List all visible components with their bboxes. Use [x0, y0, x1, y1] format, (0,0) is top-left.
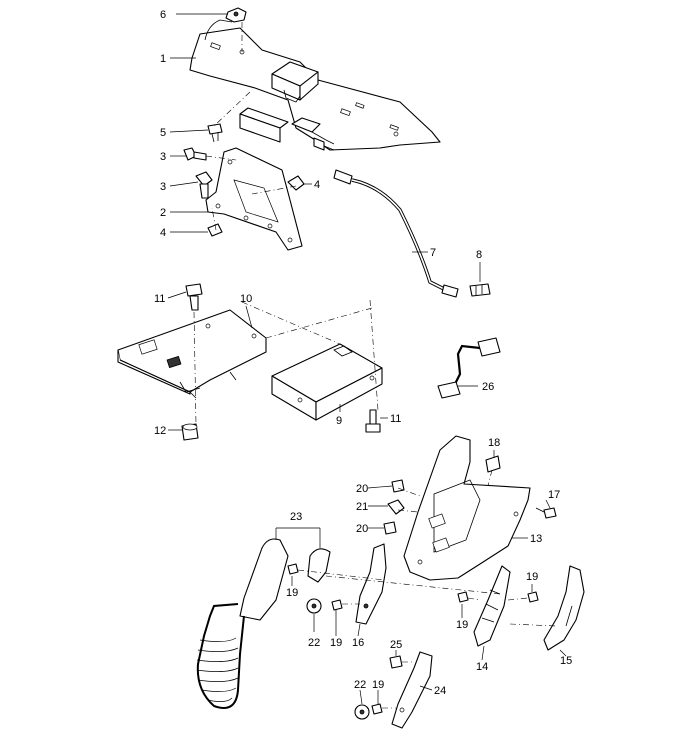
cover-part-16 — [355, 543, 387, 625]
callout-26: 26 — [482, 381, 494, 393]
clip-part-20-a — [391, 479, 405, 493]
callout-20: 20 — [356, 483, 368, 495]
callout-20: 20 — [356, 523, 368, 535]
clip-part-6 — [225, 7, 247, 23]
bolt-part-11-a — [185, 283, 203, 311]
callout-8: 8 — [476, 249, 482, 261]
clip-part-18 — [485, 455, 501, 473]
callout-19: 19 — [286, 587, 298, 599]
callout-10: 10 — [240, 293, 252, 305]
callout-11: 11 — [390, 413, 401, 425]
bolt-part-11-b — [365, 409, 381, 433]
callout-19: 19 — [330, 637, 342, 649]
clip-part-20-b — [383, 521, 397, 535]
clip-part-4-b — [207, 223, 223, 237]
screw-part-19-b — [331, 599, 343, 611]
assembly-lines — [193, 22, 557, 709]
callout-18: 18 — [488, 437, 500, 449]
bolt-part-3-b — [195, 171, 213, 199]
callout-22: 22 — [354, 679, 366, 691]
screw-part-19-d — [527, 591, 539, 603]
washer-part-22-a — [306, 598, 322, 614]
callout-12: 12 — [154, 425, 166, 437]
callout-19: 19 — [372, 679, 384, 691]
callout-19: 19 — [526, 571, 538, 583]
callout-21: 21 — [356, 501, 368, 513]
callout-labels: 6 1 5 3 3 4 2 4 7 8 11 10 12 9 11 26 18 … — [154, 9, 572, 697]
washer-part-22-b — [354, 704, 370, 720]
trim-panel-part-13 — [403, 435, 531, 581]
clip-part-4-a — [287, 175, 305, 191]
callout-24: 24 — [434, 685, 446, 697]
callout-14: 14 — [476, 661, 488, 673]
callout-19: 19 — [456, 619, 468, 631]
trim-part-15 — [543, 565, 585, 651]
callout-3: 3 — [160, 181, 166, 193]
callout-25: 25 — [390, 639, 402, 651]
cable-part-7 — [313, 137, 459, 298]
callout-6: 6 — [160, 9, 166, 21]
callout-22: 22 — [308, 637, 320, 649]
nut-part-21 — [387, 499, 405, 515]
grommet-part-12 — [181, 423, 199, 441]
harness-part-26 — [437, 337, 501, 399]
callout-7: 7 — [430, 247, 436, 259]
callout-1: 1 — [160, 53, 166, 65]
callout-15: 15 — [560, 655, 572, 667]
callout-11: 11 — [154, 293, 165, 305]
callout-13: 13 — [530, 533, 542, 545]
tray-part-10 — [117, 309, 267, 399]
callout-9: 9 — [336, 415, 342, 427]
callout-23: 23 — [290, 511, 302, 523]
connector-part-8 — [469, 283, 491, 297]
screw-part-19-e — [371, 703, 383, 715]
handle-part-23 — [196, 538, 331, 709]
callout-2: 2 — [160, 207, 166, 219]
callout-16: 16 — [352, 637, 364, 649]
leader-lines — [167, 13, 567, 705]
panel-part-24 — [391, 651, 433, 729]
callout-3: 3 — [160, 151, 166, 163]
bracket-part-2 — [205, 147, 303, 251]
screw-part-19-a — [287, 563, 299, 575]
callout-4: 4 — [160, 227, 166, 239]
clip-part-25 — [389, 655, 403, 669]
bolt-part-3-a — [183, 147, 207, 161]
callout-17: 17 — [548, 489, 560, 501]
callout-5: 5 — [160, 127, 166, 139]
mechanism-part-14 — [473, 565, 511, 647]
callout-4: 4 — [314, 179, 320, 191]
screw-part-17 — [535, 507, 557, 519]
mounting-plate-part — [189, 19, 441, 151]
screw-part-5 — [207, 123, 223, 143]
screw-part-19-c — [457, 591, 469, 603]
control-unit-part-9 — [271, 343, 383, 421]
